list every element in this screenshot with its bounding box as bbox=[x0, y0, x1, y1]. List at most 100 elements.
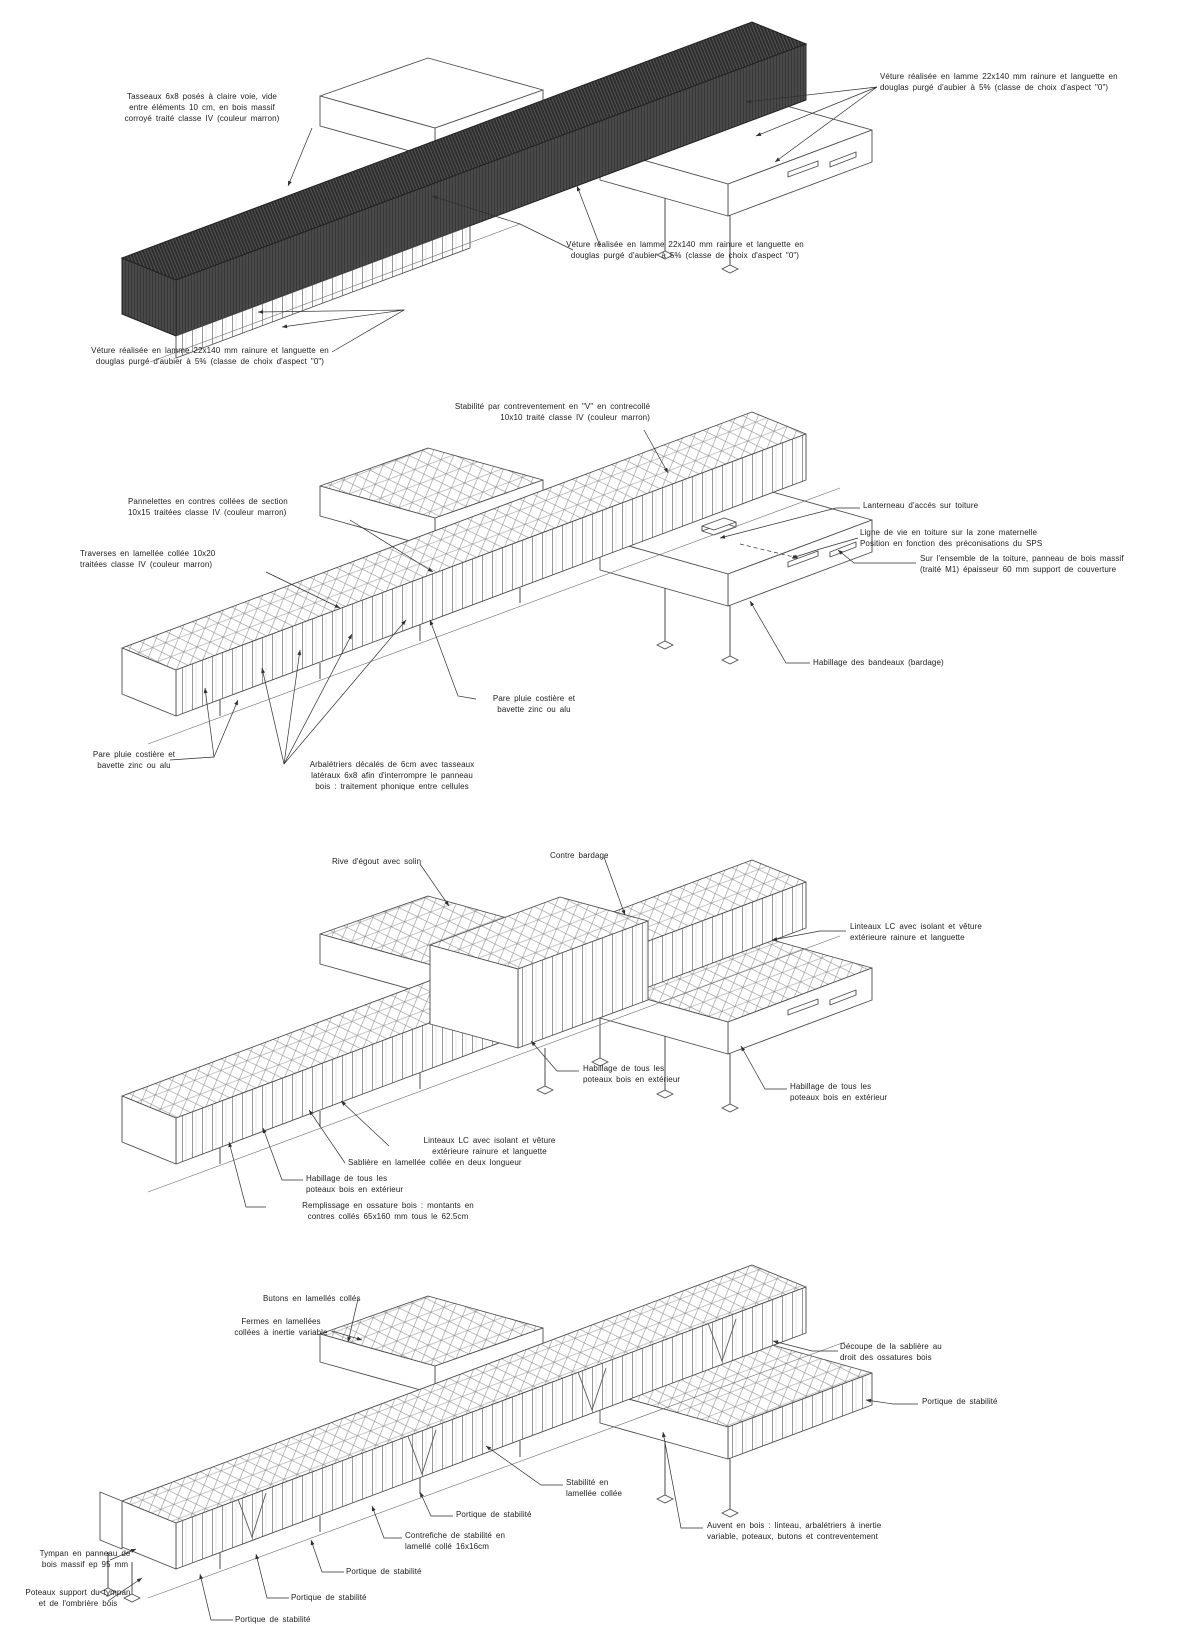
lifeline-dashed bbox=[739, 543, 799, 559]
post-foot bbox=[99, 1587, 117, 1597]
label-pare-pluie-gauche: Pare pluie costière et bavette zinc ou a… bbox=[92, 750, 176, 770]
v-brace bbox=[707, 1318, 737, 1363]
view-3-leaders bbox=[228, 856, 846, 1208]
leader-line bbox=[429, 619, 477, 700]
leader-line bbox=[228, 1141, 266, 1208]
label-habillage-poteaux-droite: Habillage de tous les poteaux bois en ex… bbox=[790, 1082, 888, 1102]
view-2-building bbox=[121, 411, 873, 745]
leader-line bbox=[265, 571, 341, 609]
piloti-foot bbox=[656, 1494, 674, 1504]
leader-line bbox=[662, 1431, 703, 1529]
leader-line bbox=[281, 309, 405, 329]
view-3-building bbox=[121, 859, 873, 1193]
leader-line bbox=[308, 1109, 346, 1164]
leader-line bbox=[419, 863, 450, 907]
center-volume-wall bbox=[429, 944, 519, 1049]
leader-line bbox=[485, 1445, 563, 1486]
leader-line bbox=[749, 600, 810, 664]
leader-line bbox=[109, 1548, 137, 1561]
label-auvent: Auvent en bois : linteau, arbalétriers à… bbox=[707, 1521, 882, 1541]
label-traverses: Traverses en lamellée collée 10x20 trait… bbox=[80, 549, 216, 569]
label-decoupe-sabliere: Découpe de la sablière au droit des ossa… bbox=[840, 1342, 942, 1362]
leader-line bbox=[283, 633, 353, 765]
label-habillage-poteaux-gauche: Habillage de tous les poteaux bois en ex… bbox=[306, 1174, 404, 1194]
leader-line bbox=[331, 1330, 363, 1341]
ground-line bbox=[147, 1341, 846, 1599]
label-ligne-de-vie: Ligne de vie en toiture sur la zone mate… bbox=[860, 528, 1043, 548]
label-veture-top-right: Véture réalisée en lamme 22x140 mm rainu… bbox=[880, 72, 1118, 92]
leader-line bbox=[287, 127, 313, 187]
view-1-building bbox=[120, 21, 873, 363]
piloti-foot bbox=[721, 1103, 739, 1113]
ground-line bbox=[147, 935, 841, 1193]
leader-line bbox=[107, 1577, 143, 1602]
wing-window-slit bbox=[787, 160, 819, 178]
label-sabliere: Sablière en lamellée collée en deux long… bbox=[348, 1158, 522, 1167]
leader-line bbox=[419, 1491, 453, 1517]
label-portique-1: Portique de stabilité bbox=[456, 1510, 532, 1519]
leader-line bbox=[865, 1398, 918, 1405]
piloti-foot bbox=[721, 655, 739, 665]
label-portique-droite: Portique de stabilité bbox=[922, 1397, 998, 1406]
post-foot bbox=[123, 1593, 141, 1603]
label-fermes: Fermes en lamellées collées à inertie va… bbox=[234, 1317, 328, 1337]
label-habillage-poteaux-centre: Habillage de tous les poteaux bois en ex… bbox=[583, 1064, 681, 1084]
wing-frame-wall bbox=[599, 1390, 729, 1460]
leader-line bbox=[371, 1505, 402, 1539]
leader-line bbox=[283, 619, 407, 765]
view-4-leaders bbox=[107, 1298, 918, 1621]
piloti-foot bbox=[721, 264, 739, 274]
leader-line bbox=[791, 537, 859, 559]
leader-line bbox=[347, 1298, 359, 1343]
label-portique-4: Portique de stabilité bbox=[235, 1615, 311, 1624]
tympan-panel bbox=[99, 1491, 123, 1550]
leader-line bbox=[199, 1573, 233, 1621]
leader-line bbox=[774, 86, 878, 163]
label-veture-bottom-left: Véture réalisée en lamme 22x140 mm rainu… bbox=[91, 346, 329, 366]
label-linteaux-droite: Linteaux LC avec isolant et vêture extér… bbox=[850, 922, 982, 942]
label-linteaux-centre: Linteaux LC avec isolant et vêture extér… bbox=[423, 1136, 556, 1156]
v-brace bbox=[407, 1429, 437, 1476]
leader-line bbox=[262, 1127, 303, 1181]
leader-line bbox=[772, 1340, 838, 1352]
label-habillage-bandeaux: Habillage des bandeaux (bardage) bbox=[813, 658, 944, 667]
label-panneau-toiture: Sur l'ensemble de la toiture, panneau de… bbox=[920, 554, 1124, 574]
piloti-foot bbox=[656, 640, 674, 650]
leader-line bbox=[719, 507, 860, 539]
label-poteaux-tympan: Poteaux support du tympan et de l'ombriè… bbox=[25, 1588, 131, 1608]
leader-line bbox=[283, 649, 302, 765]
leader-line bbox=[255, 1553, 289, 1599]
view-4-building bbox=[99, 1264, 873, 1603]
wing-window-slit bbox=[829, 541, 857, 558]
leader-line bbox=[603, 856, 626, 916]
label-contrefiche: Contrefiche de stabilité en lamellé coll… bbox=[405, 1531, 505, 1551]
label-pare-pluie-centre: Pare pluie costière et bavette zinc ou a… bbox=[492, 694, 576, 714]
leader-line bbox=[837, 549, 916, 564]
leader-line bbox=[755, 86, 878, 137]
v-brace bbox=[577, 1367, 607, 1412]
leader-line bbox=[771, 930, 846, 941]
bar-end-face bbox=[121, 1095, 177, 1165]
piloti-foot bbox=[656, 1089, 674, 1099]
ground-line bbox=[147, 487, 841, 745]
post-foot bbox=[536, 1085, 554, 1095]
post-foot bbox=[591, 1057, 609, 1067]
view-2-leaders bbox=[169, 429, 916, 765]
wing-wall bbox=[599, 537, 729, 607]
leader-line bbox=[349, 519, 434, 573]
leader-line bbox=[213, 699, 239, 758]
wing-window-slit bbox=[829, 151, 857, 168]
label-lanterneau: Lanterneau d'accés sur toiture bbox=[863, 501, 979, 510]
leader-line bbox=[643, 429, 669, 474]
leader-line bbox=[745, 86, 878, 104]
wing-window-slit bbox=[829, 989, 857, 1006]
leader-line bbox=[431, 195, 574, 251]
leader-line bbox=[310, 1539, 344, 1573]
view-1-leaders bbox=[257, 86, 878, 353]
piloti-foot bbox=[656, 250, 674, 260]
label-portique-3: Portique de stabilité bbox=[291, 1593, 367, 1602]
leader-line bbox=[576, 185, 601, 247]
leader-line bbox=[740, 1045, 787, 1090]
wing-window-slit bbox=[787, 998, 819, 1016]
